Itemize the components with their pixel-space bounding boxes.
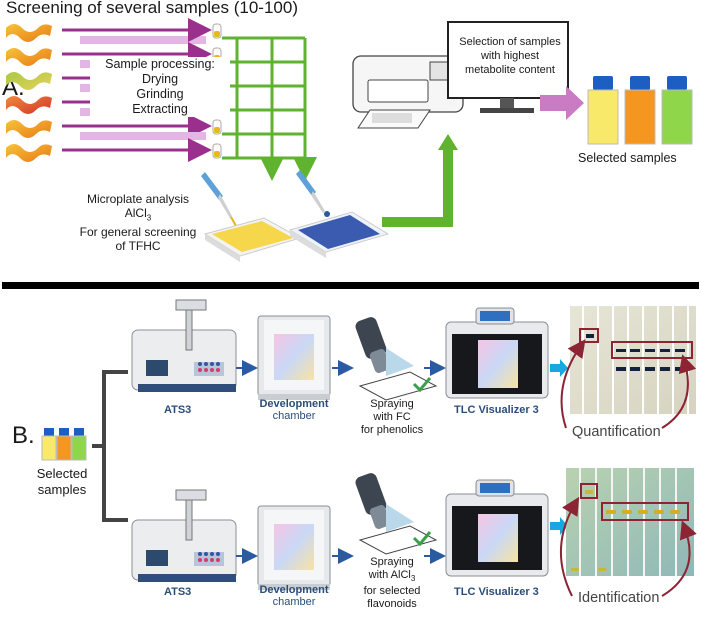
development-chamber-label-bottom: Development chamber	[259, 584, 329, 608]
spraying-fc-text: Spraying with FC for phenolics	[360, 398, 424, 436]
sample-processing-text: Sample processing: Drying Grinding Extra…	[90, 57, 230, 117]
section-a-title: Screening of several samples (10-100)	[6, 0, 298, 17]
tlc-visualizer-icon	[445, 307, 549, 399]
spray-bottle-icon	[355, 317, 438, 401]
alcl3-reagent: AlCl3	[124, 206, 152, 223]
pipette-icon	[201, 170, 330, 227]
section-b-letter: B.	[12, 422, 35, 449]
quantification-label: Quantification	[572, 424, 661, 440]
general-screening-text: For general screening	[79, 225, 197, 240]
selection-arrow	[540, 86, 584, 120]
development-chamber-label-top: Development chamber	[259, 398, 329, 422]
processing-extracting: Extracting	[132, 102, 188, 116]
citrus-peel-icon	[6, 24, 52, 162]
ats3-label-bottom: ATS3	[164, 586, 192, 598]
spray-bottle-icon	[355, 473, 438, 555]
tlc-visualizer-icon	[445, 479, 549, 577]
tlc-sampler-icon	[131, 489, 237, 582]
tfhc-text: of TFHC	[115, 239, 161, 254]
processing-heading: Sample processing:	[105, 57, 215, 71]
processing-grinding: Grinding	[136, 87, 184, 101]
selected-samples-b-label: Selected samples	[36, 466, 88, 497]
monitor-caption: Selection of samples with highest metabo…	[459, 36, 561, 76]
development-chamber-icon	[257, 315, 331, 400]
plate-reader-icon	[352, 55, 464, 129]
spraying-alcl3-text: Spraying with AlCl3 for selected flavono…	[363, 556, 421, 611]
vial-icon	[41, 428, 87, 461]
development-chamber-icon	[257, 505, 331, 590]
selected-samples-label: Selected samples	[578, 151, 677, 165]
to-plate-arrow	[550, 359, 568, 377]
section-divider	[2, 282, 699, 289]
processing-drying: Drying	[141, 72, 179, 86]
tlc-visualizer-label-top: TLC Visualizer 3	[454, 404, 539, 416]
ats3-label-top: ATS3	[164, 404, 192, 416]
split-bracket	[92, 370, 128, 522]
green-distribution-lines	[222, 36, 317, 181]
microplate-heading: Microplate analysis	[86, 192, 190, 206]
vial-icon	[587, 76, 693, 145]
microplate-icon	[203, 211, 390, 262]
tlc-plate-image	[570, 306, 696, 414]
identification-label: Identification	[578, 590, 660, 606]
monitor-icon	[447, 21, 569, 113]
tlc-plate-image	[566, 468, 694, 576]
tlc-sampler-icon	[131, 299, 237, 392]
green-to-reader-arrow	[382, 134, 458, 227]
tlc-visualizer-label-bottom: TLC Visualizer 3	[454, 586, 539, 598]
microplate-analysis-text: Microplate analysis AlCl3 For general sc…	[68, 192, 208, 253]
